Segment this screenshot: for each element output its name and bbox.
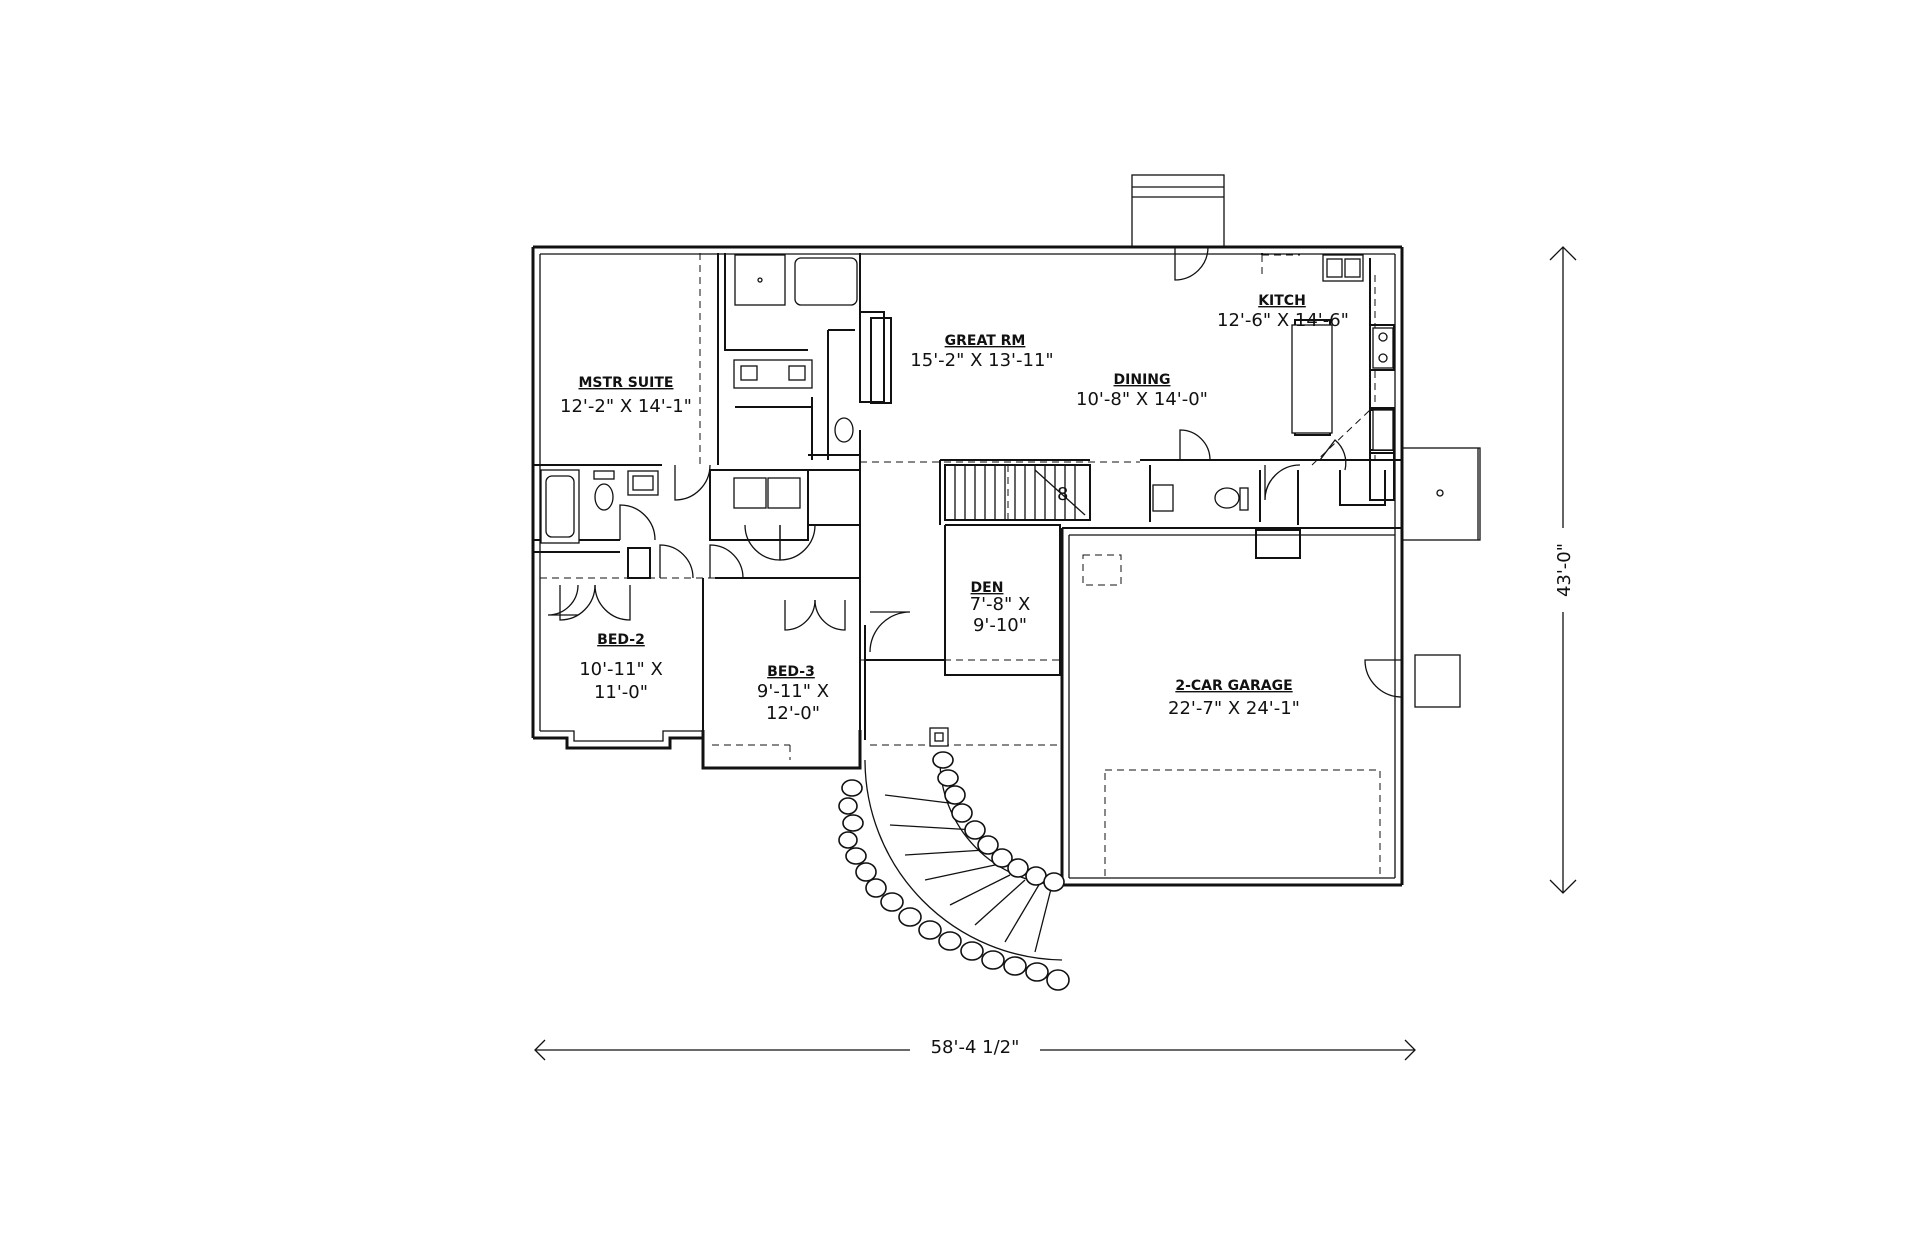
width-dimension: 58'-4 1/2": [534, 1035, 1416, 1061]
great-room-dims: 15'-2" X 13'-11": [910, 350, 1053, 371]
garage-side-door-stoop: [1414, 654, 1461, 708]
kitchen-title: KITCH: [1258, 293, 1306, 309]
den-title: DEN: [971, 580, 1004, 596]
door-swing: [779, 524, 816, 561]
master-suite-dims: 12'-2" X 14'-1": [560, 396, 692, 417]
master-tub: [794, 257, 858, 306]
kitchen-dims: 12'-6" X 14'-6": [1217, 310, 1349, 331]
doors: [547, 246, 1403, 698]
interior-walls: [533, 253, 1402, 740]
door-swing: [814, 599, 846, 631]
great-room-title: GREAT RM: [945, 333, 1026, 349]
door-swing: [559, 584, 596, 621]
entry-steps: [864, 727, 1063, 961]
bed3-dims-line1: 9'-11" X: [757, 681, 829, 702]
bed2-title: BED-2: [597, 632, 645, 648]
door-swing: [1364, 659, 1403, 698]
dining-title: DINING: [1114, 372, 1171, 388]
den-dims-line2: 9'-10": [973, 615, 1027, 636]
door-swing: [619, 504, 656, 541]
door-swing: [1264, 464, 1301, 501]
depth-dimension: 43'-0": [1548, 246, 1578, 894]
door-swing: [744, 524, 781, 561]
door-swing: [784, 599, 816, 631]
den-dims-line1: 7'-8" X: [970, 594, 1031, 615]
washer: [733, 477, 767, 509]
door-swing: [674, 464, 711, 501]
range: [1372, 327, 1394, 369]
kitchen-island: [1291, 324, 1333, 434]
stair-label: 8: [1057, 484, 1068, 505]
master-suite-title: MSTR SUITE: [579, 375, 674, 391]
dryer: [767, 477, 801, 509]
overall-width-label: 58'-4 1/2": [931, 1037, 1020, 1058]
garage-title: 2-CAR GARAGE: [1175, 678, 1292, 694]
bed2-dims-line2: 11'-0": [594, 682, 648, 703]
chimney: [1131, 174, 1225, 248]
garage-dims: 22'-7" X 24'-1": [1168, 698, 1300, 719]
door-swing: [1174, 246, 1209, 281]
bed3-dims-line2: 12'-0": [766, 703, 820, 724]
door-swing: [869, 611, 911, 653]
bed2-dims-line1: 10'-11" X: [579, 659, 663, 680]
door-swing: [547, 584, 579, 616]
door-swing: [1319, 439, 1347, 471]
bed3-title: BED-3: [767, 664, 815, 680]
room-labels: MSTR SUITE 12'-2" X 14'-1" GREAT RM 15'-…: [560, 293, 1349, 724]
stairs: 8: [944, 464, 1091, 521]
door-swing: [709, 544, 744, 579]
door-swing: [594, 584, 631, 621]
rear-stoop: [1401, 447, 1481, 541]
dining-dims: 10'-8" X 14'-0": [1076, 389, 1208, 410]
dashed-lines: [540, 253, 1381, 879]
fixtures: [540, 254, 1461, 708]
toilet: [594, 483, 614, 511]
door-swing: [1179, 429, 1211, 461]
landscape-stones: [838, 751, 1070, 991]
door-swing: [659, 544, 694, 579]
overall-depth-label: 43'-0": [1554, 543, 1575, 597]
